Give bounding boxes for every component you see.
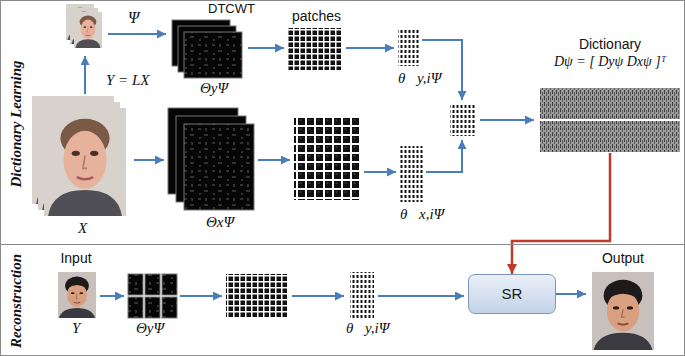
math-label: θ⃗y,iΨ bbox=[346, 320, 389, 337]
input-image: Input bbox=[48, 250, 104, 320]
image-heading: Input bbox=[60, 250, 91, 266]
label-holder: X bbox=[78, 220, 87, 237]
patch-grid bbox=[294, 118, 360, 200]
section-title: Dictionary Learning bbox=[8, 60, 25, 187]
flow-arrow bbox=[134, 159, 164, 161]
output-face bbox=[592, 272, 654, 350]
face-image bbox=[44, 108, 126, 216]
formula: Dψ = [ Dyψ Dxψ ]ᵀ bbox=[554, 54, 666, 70]
wavelet-image bbox=[145, 297, 160, 318]
panel-band: Dictionary Learning Dictionary Dψ = [ Dyψ … bbox=[0, 0, 685, 245]
label-holder: ΘyΨ bbox=[200, 80, 228, 97]
connector-arrow bbox=[556, 293, 586, 295]
vector-icon bbox=[350, 272, 374, 318]
panel-band: Reconstruction InputSR Output bbox=[0, 244, 685, 356]
label-holder: θ⃗y,iΨ bbox=[398, 70, 441, 87]
label-holder: ΘyΨ bbox=[136, 320, 164, 337]
math-label: ΘyΨ bbox=[136, 320, 164, 337]
flow-arrow bbox=[258, 159, 290, 161]
math-label: X bbox=[78, 220, 87, 237]
label-holder: ΘxΨ bbox=[206, 214, 234, 231]
wavelet-image bbox=[184, 124, 254, 210]
step-label: DTCWT bbox=[208, 2, 255, 17]
math-label: Y = LX bbox=[106, 72, 149, 89]
label-holder: patches bbox=[292, 8, 341, 24]
math-label: θ⃗y,iΨ bbox=[398, 70, 441, 87]
wavelet-image bbox=[128, 274, 143, 295]
vector-icon bbox=[450, 104, 476, 136]
label-holder: Y bbox=[72, 320, 80, 337]
dictionary-texture bbox=[540, 88, 680, 152]
math-label: ΘxΨ bbox=[206, 214, 234, 231]
flow-arrow bbox=[378, 295, 464, 297]
math-label: Y bbox=[72, 320, 80, 337]
input-face bbox=[58, 272, 96, 318]
flow-arrow bbox=[248, 47, 284, 49]
vector-icon bbox=[398, 30, 420, 66]
flow-arrow bbox=[108, 33, 166, 35]
connector-arrow bbox=[512, 153, 610, 274]
label-holder: Y = LX bbox=[106, 72, 149, 89]
dictionary-split bbox=[540, 119, 680, 121]
process-box: SR bbox=[468, 274, 556, 314]
section-title: Reconstruction bbox=[8, 254, 25, 348]
label-holder: DTCWT bbox=[208, 2, 255, 17]
flow-arrow bbox=[100, 295, 124, 297]
wavelet-image bbox=[162, 274, 177, 295]
wavelet-image bbox=[184, 32, 242, 78]
dictionary-image: Dictionary Dψ = [ Dyψ Dxψ ]ᵀ bbox=[538, 36, 682, 153]
transform-symbol: Ψ bbox=[128, 9, 139, 27]
label-holder: θ⃗x,iΨ bbox=[400, 206, 444, 223]
math-label: θ⃗x,iΨ bbox=[400, 206, 444, 223]
image-heading: Output bbox=[602, 250, 644, 266]
patch-grid bbox=[226, 274, 288, 318]
wavelet-image bbox=[145, 274, 160, 295]
flow-arrow bbox=[364, 171, 396, 173]
patch-grid bbox=[288, 28, 342, 70]
step-label: patches bbox=[292, 8, 341, 24]
vector-icon bbox=[400, 146, 424, 202]
flow-arrow bbox=[84, 56, 86, 94]
wavelet-image bbox=[162, 297, 177, 318]
output-image: Output bbox=[586, 250, 660, 352]
face-image bbox=[74, 12, 102, 48]
wavelet-image bbox=[128, 297, 143, 318]
flow-arrow bbox=[180, 295, 222, 297]
merge-arrow bbox=[426, 140, 462, 172]
flow-arrow bbox=[292, 295, 344, 297]
label-holder: θ⃗y,iΨ bbox=[346, 320, 389, 337]
flow-arrow bbox=[480, 119, 534, 121]
flow-arrow bbox=[346, 47, 394, 49]
image-heading: Dictionary bbox=[579, 36, 641, 52]
process-label: SR bbox=[502, 285, 523, 302]
label-holder: Ψ bbox=[128, 9, 139, 27]
math-label: ΘyΨ bbox=[200, 80, 228, 97]
